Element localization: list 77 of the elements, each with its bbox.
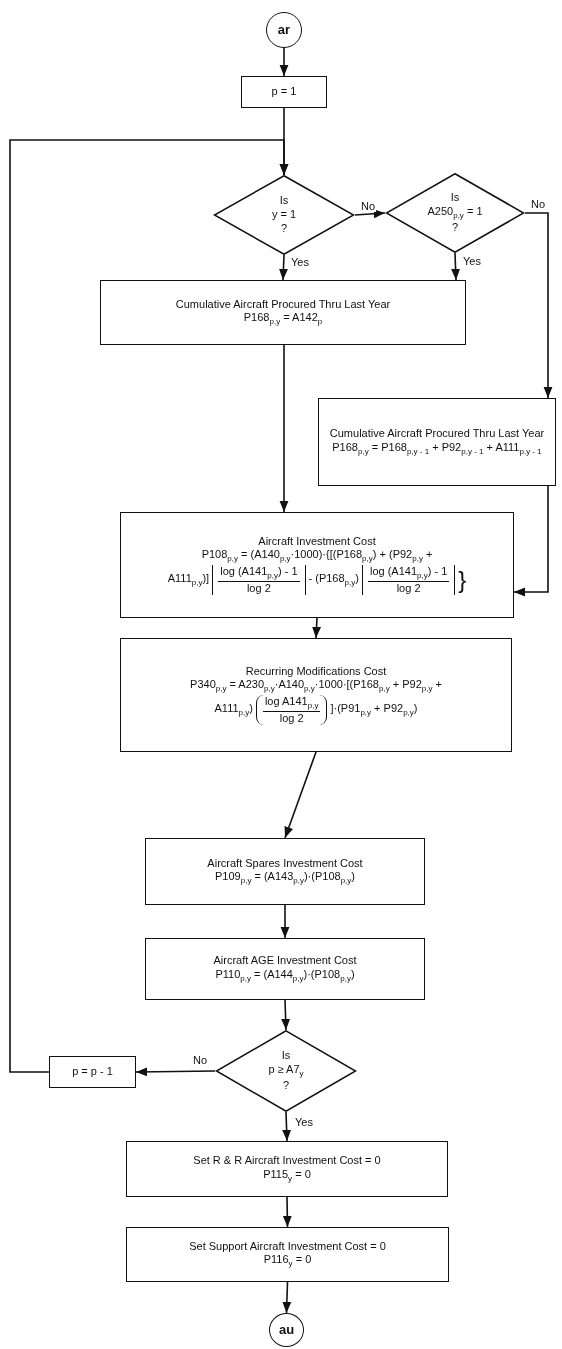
formula-text: log 2 bbox=[279, 711, 304, 726]
flow-arrow bbox=[135, 1067, 216, 1077]
decision-text: Is bbox=[450, 191, 460, 205]
flow-arrow bbox=[282, 1196, 292, 1228]
box-heading: Recurring Modifications Cost bbox=[245, 664, 387, 679]
box-heading: Set R & R Aircraft Investment Cost = 0 bbox=[193, 1154, 381, 1168]
flow-arrow bbox=[524, 212, 553, 399]
decision-text: Is bbox=[279, 194, 289, 209]
formula-text: P115$_{y}$ = 0 bbox=[263, 1167, 311, 1184]
process-box bbox=[126, 1141, 448, 1197]
flow-arrow bbox=[279, 47, 289, 77]
formula-text: log 2 bbox=[396, 581, 421, 596]
process-box bbox=[120, 638, 512, 752]
box-heading: Aircraft Spares Investment Cost bbox=[207, 856, 363, 871]
edge-label: No bbox=[530, 198, 547, 211]
formula-text: P168$_{p,y}$ = P168$_{p,y - 1}$ + P92$_{p,y - 1}$ + A111$_{p,y - 1}$ bbox=[332, 440, 542, 457]
flow-arrow bbox=[282, 1281, 292, 1314]
decision-text: ? bbox=[280, 221, 288, 236]
decision-diamond bbox=[385, 173, 525, 253]
decision-diamond bbox=[215, 1030, 357, 1112]
connector-circle bbox=[269, 1313, 304, 1347]
formula-text: ]·(P91$_{p,y}$ + P92$_{p,y}$) bbox=[330, 701, 418, 719]
formula-text: P110$_{p,y}$ = (A144$_{p,y}$)·(P108$_{p,y}$) bbox=[215, 967, 355, 984]
edge-label: No bbox=[192, 1054, 209, 1067]
formula-text: A111$_{p,y}$) bbox=[214, 701, 253, 719]
formula-text: A111$_{p,y}$)] bbox=[167, 571, 210, 589]
connector-circle bbox=[266, 12, 302, 48]
edge-label: Yes bbox=[462, 255, 482, 268]
box-heading: Cumulative Aircraft Procured Thru Last Year bbox=[329, 427, 545, 441]
edge-label: No bbox=[360, 200, 377, 213]
edge-label: Yes bbox=[290, 256, 310, 269]
edge-label: Yes bbox=[294, 1116, 314, 1129]
formula-text: P340$_{p,y}$ = A230$_{p,y}$·A140$_{p,y}$·1000·[(P168$_{p,y}$ + P92$_{p,y}$ + bbox=[190, 678, 442, 695]
box-heading: Aircraft AGE Investment Cost bbox=[213, 954, 357, 968]
decision-text: y = 1 bbox=[271, 208, 297, 222]
decision-diamond bbox=[213, 175, 355, 255]
formula-text: log A141$_{p,y}$ bbox=[262, 694, 321, 712]
decision-text: A250$_{p,y}$ = 1 bbox=[427, 204, 483, 222]
process-text: p = p - 1 bbox=[72, 1065, 113, 1079]
process-box bbox=[145, 938, 425, 1000]
flow-arrow bbox=[513, 485, 549, 597]
formula-text: - (P168$_{p,y}$) bbox=[308, 571, 359, 589]
formula-text: P109$_{p,y}$ = (A143$_{p,y}$)·(P108$_{p,y}$) bbox=[215, 870, 355, 887]
decision-text: ? bbox=[282, 1079, 290, 1093]
formula-text: P116$_{y}$ = 0 bbox=[263, 1253, 312, 1270]
process-box bbox=[120, 512, 514, 618]
decision-text: Is bbox=[281, 1049, 291, 1063]
flow-arrow bbox=[451, 252, 461, 281]
formula-text: P168$_{p,y}$ = A142$_{p}$ bbox=[243, 311, 323, 328]
flow-arrow bbox=[354, 209, 386, 219]
formula-text: log 2 bbox=[246, 581, 271, 596]
box-heading: Cumulative Aircraft Procured Thru Last Year bbox=[175, 297, 391, 312]
process-text: p = 1 bbox=[271, 85, 297, 99]
process-box bbox=[126, 1227, 449, 1282]
formula-text: log (A141$_{p,y}$) - 1 bbox=[218, 564, 300, 582]
flow-arrow bbox=[278, 254, 288, 281]
decision-text: p ≥ A7$_{y}$ bbox=[268, 1062, 304, 1080]
flow-arrow bbox=[282, 1111, 292, 1142]
connector-label: au bbox=[278, 1321, 295, 1339]
process-box bbox=[145, 838, 425, 905]
flow-arrow bbox=[281, 999, 291, 1031]
formula-text: log (A141$_{p,y}$) - 1 bbox=[367, 564, 450, 582]
box-heading: Aircraft Investment Cost bbox=[258, 534, 376, 549]
flow-arrow bbox=[279, 344, 289, 513]
process-box bbox=[100, 280, 466, 345]
flow-arrow bbox=[312, 617, 322, 639]
process-box bbox=[241, 76, 327, 108]
flow-arrow bbox=[280, 904, 290, 939]
formula-text: P108$_{p,y}$ = (A140$_{p,y}$·1000)·{[(P168$_{p,y}$) + (P92$_{p,y}$ + bbox=[201, 548, 433, 565]
decision-text: ? bbox=[451, 221, 459, 235]
process-box bbox=[49, 1056, 136, 1088]
process-box bbox=[318, 398, 556, 486]
flow-arrow bbox=[284, 751, 317, 839]
flow-arrow bbox=[9, 139, 289, 1073]
connector-label: ar bbox=[277, 21, 291, 39]
formula-text: } bbox=[458, 567, 467, 592]
box-heading: Set Support Aircraft Investment Cost = 0 bbox=[189, 1239, 386, 1254]
